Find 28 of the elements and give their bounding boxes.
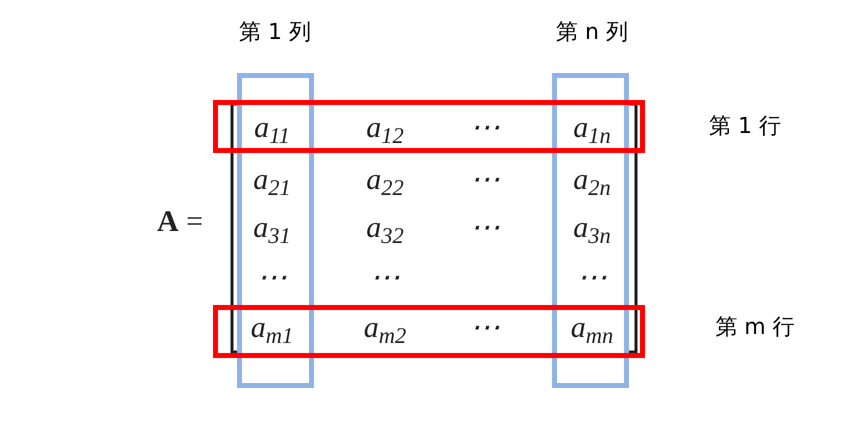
matrix-entry: ⋯ — [470, 313, 500, 343]
frame-caption: 第 m 行 — [715, 317, 795, 339]
matrix-entry: a$_{1n}$ — [573, 113, 611, 143]
frame-caption: 第 1 列 — [239, 22, 311, 44]
frame-caption: 第 n 列 — [556, 22, 628, 44]
matrix-entry: ⋯ — [370, 263, 400, 293]
matrix-entry: a$_{21}$ — [253, 165, 291, 195]
matrix-entry: ⋯ — [577, 263, 607, 293]
matrix-entry: a$_{22}$ — [366, 165, 404, 195]
matrix-entry: a$_{mn}$ — [570, 313, 614, 343]
matrix-entry: ⋯ — [257, 263, 287, 293]
matrix-name: A = — [156, 207, 204, 237]
matrix-entry: a$_{11}$ — [254, 113, 290, 143]
highlight-frame — [237, 73, 314, 388]
highlight-frame — [213, 100, 645, 153]
matrix-entry: a$_{3n}$ — [573, 213, 611, 243]
frame-caption: 第 1 行 — [709, 116, 781, 138]
matrix-entry: a$_{12}$ — [366, 113, 404, 143]
highlight-frame — [552, 73, 629, 388]
matrix-entry: a$_{m2}$ — [364, 313, 406, 343]
highlight-frame — [213, 305, 645, 358]
matrix-entry: a$_{2n}$ — [573, 165, 611, 195]
matrix-entry: ⋯ — [470, 113, 500, 143]
matrix-entry: ⋯ — [470, 213, 500, 243]
matrix-entry: a$_{31}$ — [253, 213, 291, 243]
matrix-entry: ⋯ — [470, 165, 500, 195]
matrix-entry: a$_{32}$ — [366, 213, 404, 243]
matrix-entry: a$_{m1}$ — [250, 313, 294, 343]
